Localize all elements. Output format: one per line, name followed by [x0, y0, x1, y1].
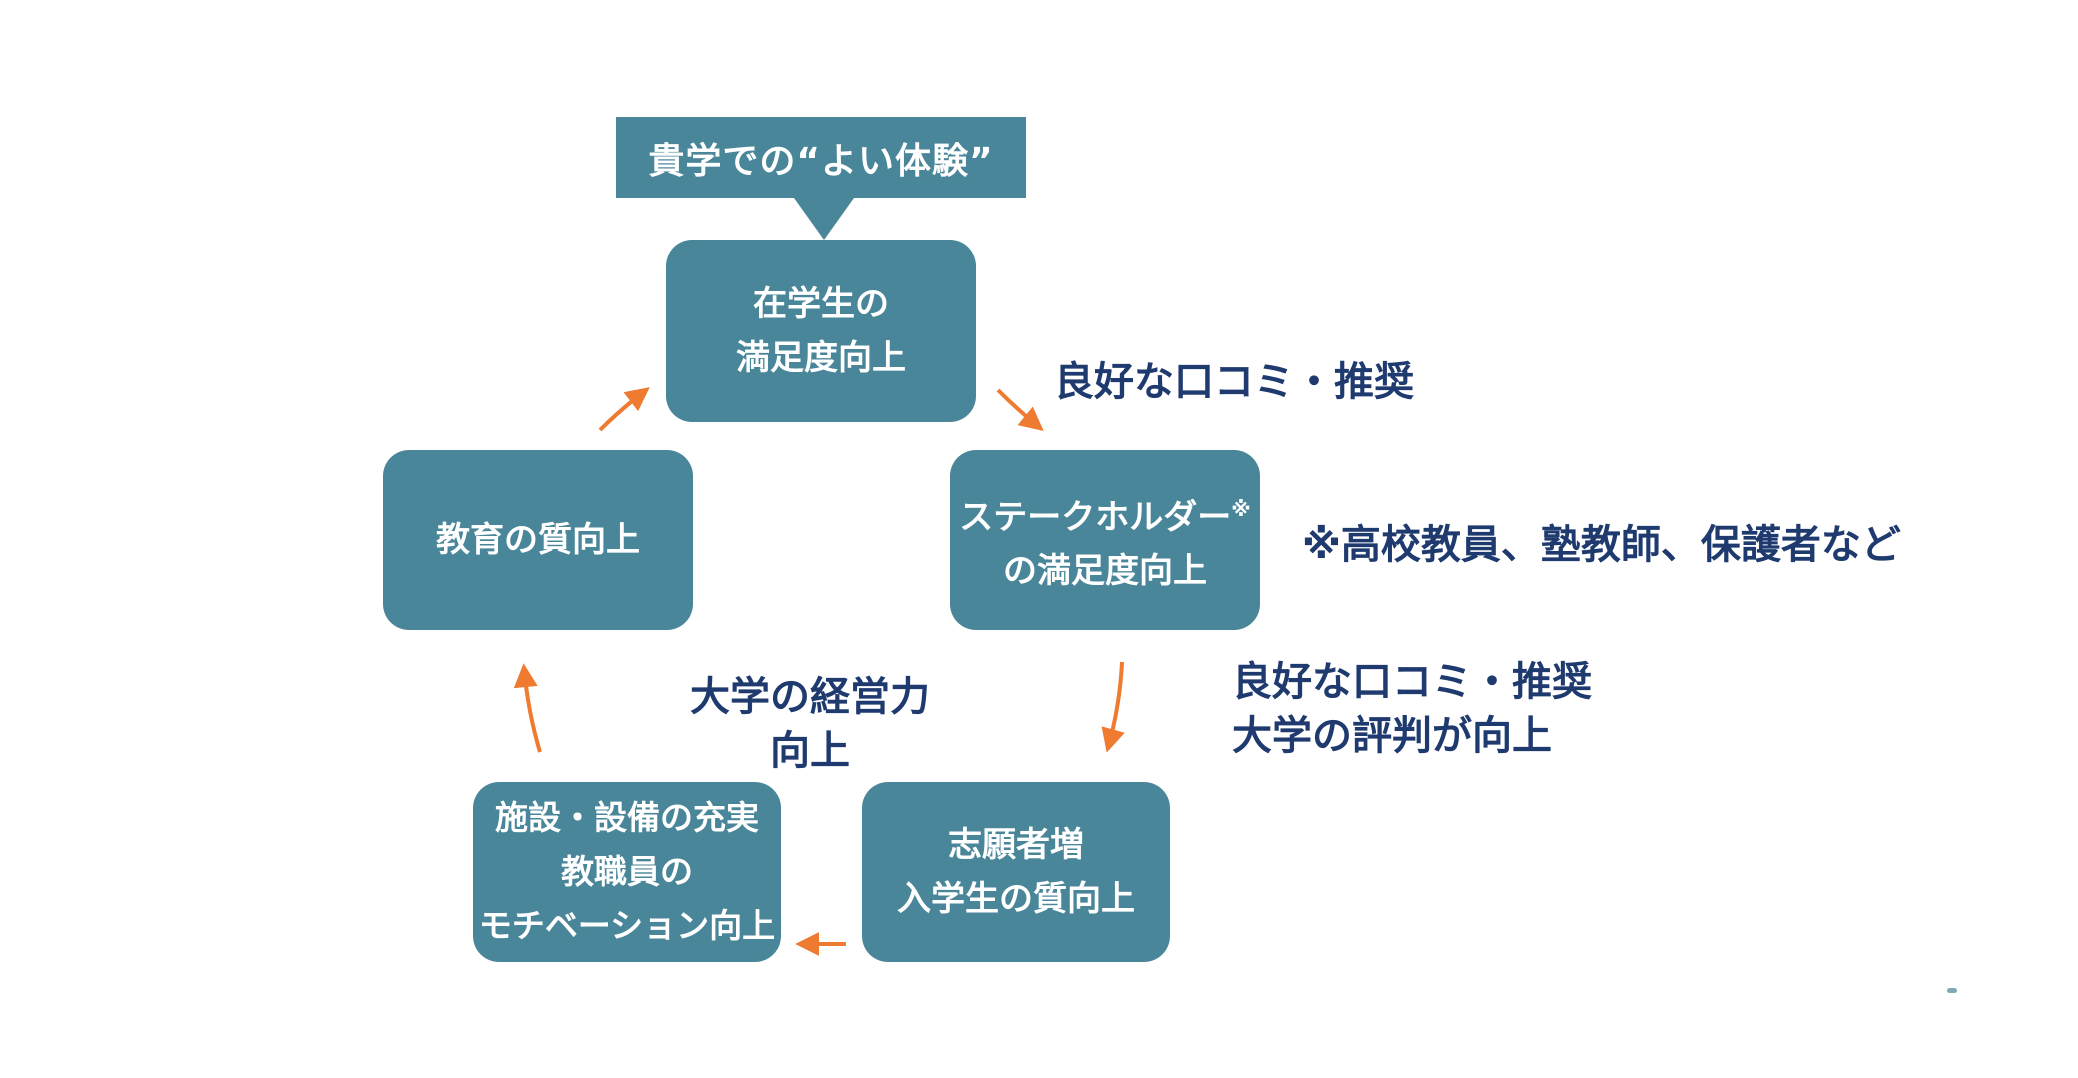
arrow-satisfaction-to-stakeholder	[996, 388, 1044, 432]
node-stakeholder-satisfaction: ステークホルダー※ の満足度向上	[950, 450, 1260, 630]
label-management-power: 大学の経営力 向上	[690, 670, 930, 778]
experience-banner: 貴学での“よい体験”	[616, 117, 1026, 198]
node-student-satisfaction-line1: 在学生の	[753, 284, 889, 324]
label-management-line1: 大学の経営力	[690, 674, 930, 720]
node-stakeholder-line1-text: ステークホルダー	[959, 497, 1232, 538]
node-student-satisfaction-line2: 満足度向上	[736, 338, 906, 378]
node-facilities-line2: 教職員の	[561, 852, 693, 891]
node-student-satisfaction: 在学生の 満足度向上	[666, 240, 976, 422]
node-applicants-line2: 入学生の質向上	[897, 879, 1135, 919]
node-applicants-line1: 志願者増	[948, 825, 1084, 865]
arrow-education-to-satisfaction	[598, 387, 650, 432]
node-stakeholder-line1: ステークホルダー※	[959, 482, 1250, 544]
corner-decoration	[1947, 988, 1957, 993]
node-applicants-quality: 志願者増 入学生の質向上	[862, 782, 1170, 962]
node-facilities-motivation: 施設・設備の充実 教職員の モチベーション向上	[473, 782, 781, 962]
label-word-of-mouth-2-line2: 大学の評判が向上	[1232, 713, 1552, 759]
note-mark: ※	[1231, 496, 1251, 521]
label-word-of-mouth-2-line1: 良好な口コミ・推奨	[1232, 659, 1592, 705]
banner-pointer-arrow	[794, 198, 854, 240]
label-word-of-mouth-1: 良好な口コミ・推奨	[1054, 359, 1414, 405]
node-stakeholder-line2: の満足度向上	[1002, 551, 1207, 592]
experience-banner-text: 貴学での“よい体験”	[648, 140, 994, 182]
node-facilities-line1: 施設・設備の充実	[495, 798, 759, 837]
arrow-facilities-to-education	[513, 663, 542, 753]
node-education-line1: 教育の質向上	[436, 520, 640, 560]
label-management-line2: 向上	[770, 728, 850, 774]
label-stakeholder-note: ※高校教員、塾教師、保護者など	[1302, 522, 1901, 568]
node-education-quality: 教育の質向上	[383, 450, 693, 630]
label-word-of-mouth-2: 良好な口コミ・推奨 大学の評判が向上	[1232, 655, 1592, 763]
node-facilities-line3: モチベーション向上	[478, 906, 776, 945]
arrow-stakeholder-to-applicants	[1101, 661, 1125, 753]
